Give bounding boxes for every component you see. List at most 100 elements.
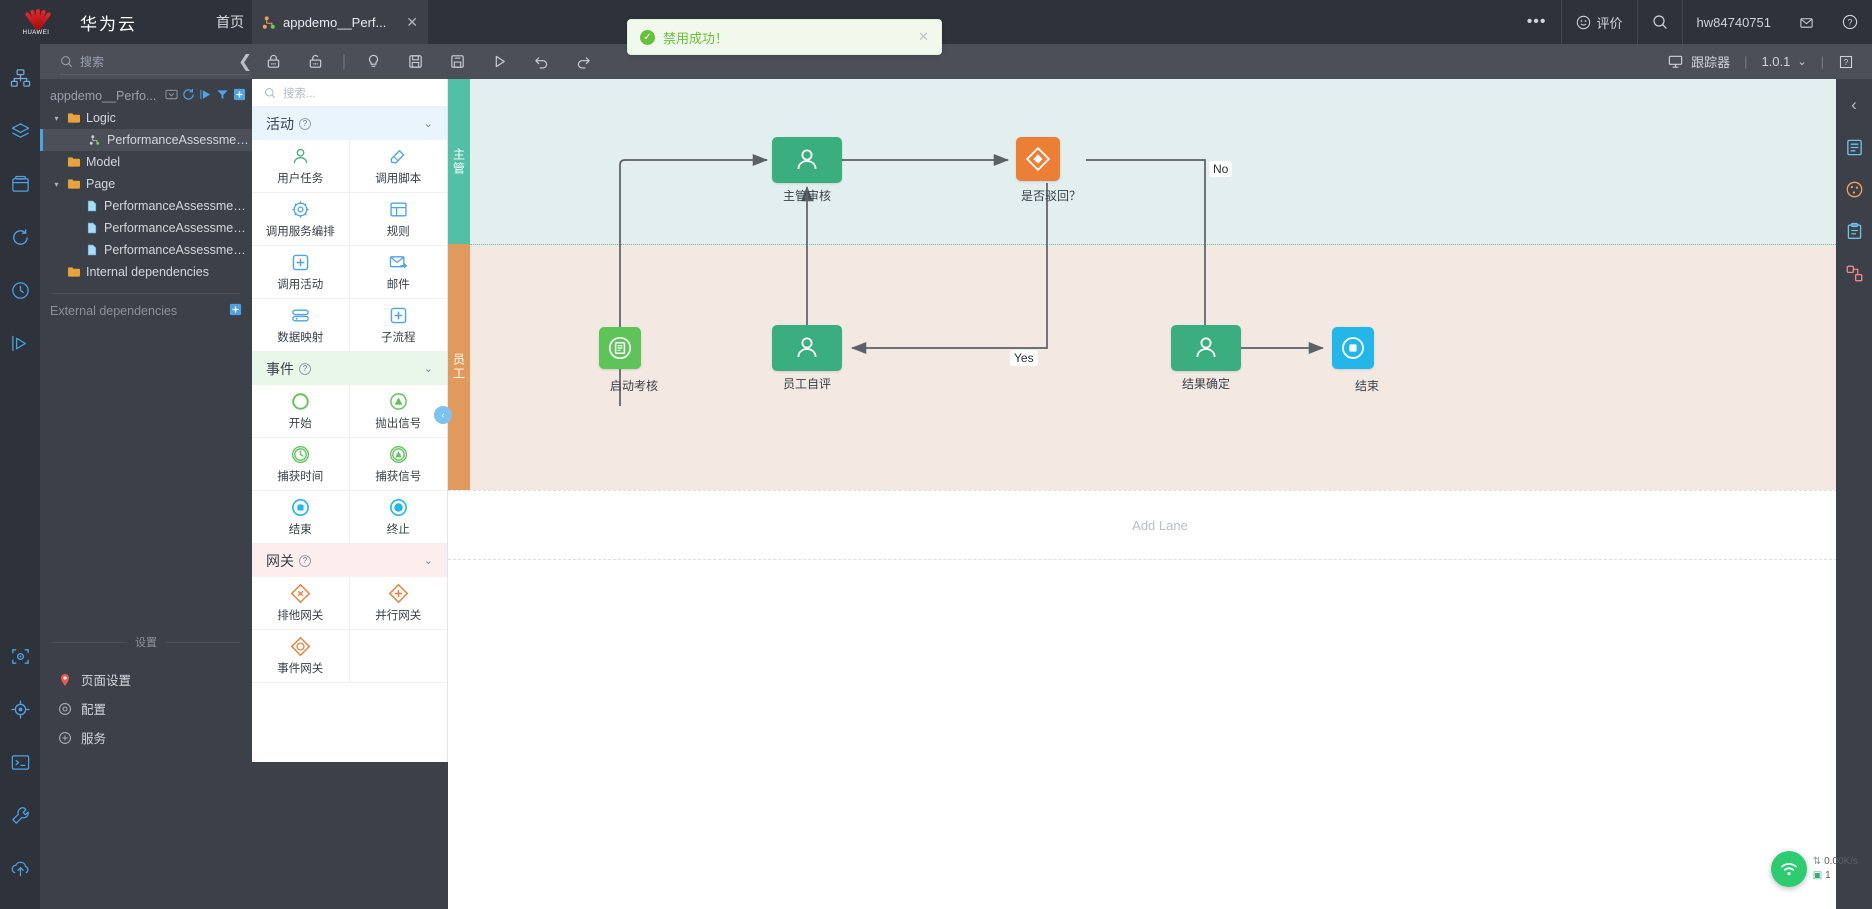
settings-page-settings[interactable]: 页面设置	[58, 670, 131, 689]
tree-item-2[interactable]: Model	[40, 151, 252, 173]
chevron-down-icon[interactable]: ⌄	[423, 555, 433, 567]
tree-item-6[interactable]: PerformanceAssessment_...	[40, 239, 252, 261]
tree-item-5[interactable]: PerformanceAssessment_...	[40, 217, 252, 239]
caret-icon[interactable]: ▾	[54, 113, 59, 123]
palette-item-call-activity-icon[interactable]: 调用活动	[252, 246, 350, 299]
palette-item-script-icon[interactable]: 调用脚本	[349, 140, 447, 193]
layers-icon[interactable]	[0, 105, 40, 158]
relation-icon[interactable]	[1836, 253, 1872, 293]
editor-tab[interactable]: appdemo__Perf... ✕	[252, 0, 428, 44]
save-icon[interactable]	[394, 44, 436, 79]
help-icon[interactable]: ?	[299, 554, 311, 567]
palette-item-terminate-icon[interactable]: 终止	[349, 491, 447, 544]
palette-section-header-1[interactable]: 事件?⌄	[252, 352, 447, 385]
palette-section-header-2[interactable]: 网关?⌄	[252, 544, 447, 577]
chevron-box-icon[interactable]	[165, 88, 178, 104]
palette-item-catch-timer-icon[interactable]: 捕获时间	[252, 438, 350, 491]
sitemap-icon[interactable]	[0, 52, 40, 105]
help-icon[interactable]: ?	[299, 362, 311, 375]
lane-manager-header[interactable]: 主管	[448, 79, 470, 244]
palette-item-event-gateway-icon[interactable]: 事件网关	[252, 630, 350, 683]
node-result-confirm[interactable]: 结果确定	[1171, 325, 1241, 391]
node-manager-review[interactable]: 主管审核	[772, 137, 842, 203]
palette-item-end-event-icon[interactable]: 结束	[252, 491, 350, 544]
toast-close-icon[interactable]: ✕	[918, 29, 929, 44]
clipboard-icon[interactable]	[1836, 211, 1872, 251]
filter-icon[interactable]	[216, 88, 229, 104]
add-lane-row[interactable]: Add Lane	[448, 490, 1872, 560]
sidebar-collapse-icon[interactable]: ❮	[238, 52, 253, 71]
help-button[interactable]: ?	[1828, 44, 1872, 79]
palette-item-service-flow-icon[interactable]: 调用服务编排	[252, 193, 350, 246]
bulb-icon[interactable]	[352, 44, 394, 79]
redo-icon[interactable]	[562, 44, 604, 79]
node-start-assessment[interactable]: 启动考核	[599, 327, 658, 393]
huawei-logo[interactable]: HUAWEI	[0, 0, 72, 44]
palette-collapse-handle[interactable]: ‹	[434, 406, 452, 424]
chevron-down-icon[interactable]: ⌄	[423, 363, 433, 375]
rate-button[interactable]: 评价	[1560, 0, 1637, 44]
palette-item-rule-icon[interactable]: 规则	[349, 193, 447, 246]
run-icon[interactable]	[199, 88, 212, 104]
add-icon[interactable]	[233, 88, 246, 104]
lane-manager[interactable]: 主管	[448, 79, 1872, 244]
tree-item-4[interactable]: PerformanceAssessment_...	[40, 195, 252, 217]
lane-manager-body[interactable]	[470, 79, 1872, 244]
palette-search-input[interactable]: 搜索...	[252, 79, 447, 107]
network-widget[interactable]: ⇅ 0.00K/s ▣ 1	[1770, 849, 1858, 889]
palette-item-start-event-icon[interactable]: 开始	[252, 385, 350, 438]
run-icon[interactable]	[478, 44, 520, 79]
refresh-icon[interactable]	[182, 88, 195, 104]
history-icon[interactable]	[0, 264, 40, 317]
terminal-icon[interactable]	[0, 736, 40, 789]
target-icon[interactable]	[0, 683, 40, 736]
add-icon[interactable]	[229, 303, 242, 319]
palette-icon[interactable]	[1836, 169, 1872, 209]
box-icon[interactable]	[0, 158, 40, 211]
palette-item-user-task-icon[interactable]: 用户任务	[252, 140, 350, 193]
palette-item-data-map-icon[interactable]: 数据映射	[252, 299, 350, 352]
mail-button[interactable]	[1785, 0, 1828, 44]
chevron-down-icon[interactable]: ⌄	[423, 118, 433, 130]
tree-item-3[interactable]: ▾Page	[40, 173, 252, 195]
right-panel-collapse-icon[interactable]: ‹	[1851, 95, 1857, 114]
tree-item-7[interactable]: Internal dependencies	[40, 261, 252, 283]
global-search-button[interactable]	[1636, 0, 1682, 44]
user-name[interactable]: hw84740751	[1681, 0, 1785, 44]
external-dependencies-row[interactable]: External dependencies	[40, 300, 252, 322]
tree-item-0[interactable]: ▾Logic	[40, 107, 252, 129]
palette-item-catch-signal-icon[interactable]: 捕获信号	[349, 438, 447, 491]
settings-service[interactable]: 服务	[58, 728, 106, 747]
lock-icon[interactable]: •••	[252, 44, 294, 79]
tree-item-1[interactable]: PerformanceAssessment_pe	[40, 129, 252, 151]
unlock-icon[interactable]: •••	[294, 44, 336, 79]
palette-item-subprocess-icon[interactable]: 子流程	[349, 299, 447, 352]
version-select[interactable]: 1.0.1 ⌄	[1751, 44, 1816, 79]
node-employee-selfeval[interactable]: 员工自评	[772, 325, 842, 391]
node-gateway-reject[interactable]: 是否驳回？	[1016, 137, 1081, 203]
save-as-icon[interactable]	[436, 44, 478, 79]
home-link[interactable]: 首页	[216, 14, 244, 30]
caret-icon[interactable]: ▾	[54, 179, 59, 189]
undo-icon[interactable]	[520, 44, 562, 79]
upload-icon[interactable]	[0, 842, 40, 895]
tab-close-icon[interactable]: ✕	[406, 13, 418, 30]
palette-section-header-0[interactable]: 活动?⌄	[252, 107, 447, 140]
settings-config[interactable]: 配置	[58, 699, 106, 718]
more-button[interactable]: •••	[1526, 13, 1547, 30]
tracker-button[interactable]: 跟踪器	[1657, 44, 1740, 79]
preview-icon[interactable]	[0, 630, 40, 683]
flow-canvas[interactable]: 主管 员工 启动考核	[448, 79, 1872, 909]
refresh-icon[interactable]	[0, 211, 40, 264]
node-end[interactable]: 结束	[1332, 327, 1379, 393]
help-icon[interactable]: ?	[299, 117, 311, 130]
help-button[interactable]: ?	[1828, 0, 1872, 44]
wrench-icon[interactable]	[0, 789, 40, 842]
play-icon[interactable]	[0, 317, 40, 370]
doc-icon[interactable]	[1836, 127, 1872, 167]
project-row[interactable]: appdemo__Perfo...	[40, 85, 252, 107]
palette-item-parallel-gateway-icon[interactable]: 并行网关	[349, 577, 447, 630]
palette-item-exclusive-gateway-icon[interactable]: 排他网关	[252, 577, 350, 630]
lane-employee[interactable]: 员工	[448, 244, 1872, 490]
palette-item-mail-icon[interactable]: 邮件	[349, 246, 447, 299]
